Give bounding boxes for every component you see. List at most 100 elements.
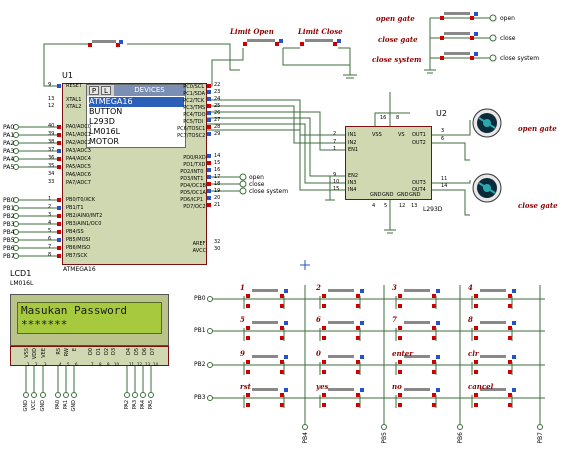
keypad-key-switch[interactable] [395,355,440,375]
u2-pin-number: 2 [333,131,337,137]
u2-pin-number: 15 [333,186,340,192]
keypad-key-label: enter [392,349,413,358]
motor-open-gate[interactable] [472,108,502,138]
lcd-pin-name: D7 [150,348,156,356]
u1-pin-number: 8 [48,252,52,258]
u2-pin-number: 12 [399,203,406,209]
lcd-pin-number: 11 [129,362,135,367]
device-item[interactable]: ATMEGA16 [89,97,184,107]
u1-pin-number: 39 [48,131,55,137]
u1-pin-name: AVCC [192,248,207,254]
u1-pin-name: PA3/ADC3 [66,148,91,154]
keypad-col-label: PB5 [381,432,388,444]
keypad-key-label: 8 [468,315,473,324]
open-terminal-label: open [500,15,515,22]
keypad-key-switch[interactable] [319,355,364,375]
port-label: PB4 [3,229,15,236]
u1-pin-number: 15 [214,160,221,166]
u2-pin-name: VS [398,132,405,138]
keypad-key-switch[interactable] [471,355,516,375]
limit-open-switch[interactable] [243,39,283,46]
pin-state-square [57,206,61,210]
u1-pin-name: PB7/SCK [66,253,88,259]
lcd-pin-name: D2 [104,348,110,356]
u2-pin-name: OUT1 [412,132,426,138]
u1-pin-number: 38 [48,139,55,145]
keypad-key-label: 5 [240,315,245,324]
lcd-pin-number: 8 [99,362,102,367]
u2-pin-name: GND [382,192,394,198]
u2-ref-label: U2 [436,109,447,118]
pick-button[interactable]: P [89,86,99,95]
u2-pin-number: 5 [384,203,388,209]
u2-pin-name: GND [370,192,382,198]
picker-header: P L DEVICES [87,85,185,96]
u2-part-label: L293D [423,206,443,213]
device-item[interactable]: L293D [89,117,115,126]
keypad-col-label: PB6 [457,432,464,444]
device-item[interactable]: LM016L [89,127,121,136]
u1-pin-name: PA6/ADC6 [66,172,91,178]
u1-pin-number: 27 [214,117,221,123]
u1-pin-name: PB0/T0/XCK [66,197,96,203]
keypad-key-switch[interactable] [471,388,516,408]
pin-state-square [207,90,211,94]
keypad-key-switch[interactable] [319,321,364,341]
keypad-key-switch[interactable] [243,355,288,375]
pin-state-square [57,133,61,137]
u1-pin-name: AREF [192,241,206,247]
close-system-label: close system [372,55,422,64]
device-item[interactable]: BUTTON [89,107,123,116]
keypad-key-switch[interactable] [243,321,288,341]
limit-close-label: Limit Close [298,27,343,36]
u2-pin-number: 11 [441,176,448,182]
u1-pin-number: 30 [214,246,221,252]
keypad-key-switch[interactable] [471,321,516,341]
u1-pin-name: PA4/ADC4 [66,156,91,162]
u2-pin-number: 10 [333,179,340,185]
u1-pin-number: 4 [48,220,52,226]
u1-pin-name: PC1/SDA [183,91,206,97]
keypad-key-switch[interactable] [243,289,288,309]
motor-close-gate[interactable] [472,173,502,203]
u1-pin-name: PD3/INT1 [180,176,204,182]
keypad-row-label: PB1 [194,327,206,334]
u1-pin-name: PA0/ADC0 [66,124,91,130]
reset-button[interactable] [88,40,123,47]
pin-state-square [57,125,61,129]
keypad-key-switch[interactable] [319,289,364,309]
keypad-key-switch[interactable] [471,289,516,309]
u1-pin-number: 16 [214,167,221,173]
u2-pin-name: VSS [372,132,382,138]
u1-pin-name: XTAL1 [66,97,82,103]
lcd-pin-number: 6 [75,362,78,367]
u2-l293d-chip[interactable] [345,126,432,200]
keypad-key-switch[interactable] [395,289,440,309]
keypad-key-switch[interactable] [395,388,440,408]
lcd-net-label: GND [23,400,29,412]
lcd-pin-number: 12 [137,362,143,367]
pin-state-square [57,246,61,250]
device-item[interactable]: MOTOR [89,137,119,146]
pin-state-square [57,230,61,234]
limit-close-switch[interactable] [300,39,341,46]
keypad-key-switch[interactable] [319,388,364,408]
device-picker[interactable]: P L DEVICES ATMEGA16 BUTTON L293D LM016L… [86,84,186,148]
close-gate-switch[interactable] [440,32,478,40]
keypad-key-switch[interactable] [243,388,288,408]
u1-pin-number: 23 [214,89,221,95]
pin-state-square [207,111,211,115]
open-gate-switch[interactable] [440,12,478,20]
close-terminal-label: close [500,35,516,42]
keypad-key-switch[interactable] [395,321,440,341]
u1-pin-name: PD4/OC1B [180,183,206,189]
keypad-key-label: 4 [468,283,473,292]
u1-pin-name: PD1/TXD [183,162,206,168]
port-label: PB7 [3,253,15,260]
library-button[interactable]: L [101,86,111,95]
close-system-switch[interactable] [440,52,478,60]
lcd-display[interactable]: Masukan Password ******* [10,294,169,346]
u1-pin-name: PD0/RXD [183,155,206,161]
keypad-row-label: PB0 [194,295,206,302]
